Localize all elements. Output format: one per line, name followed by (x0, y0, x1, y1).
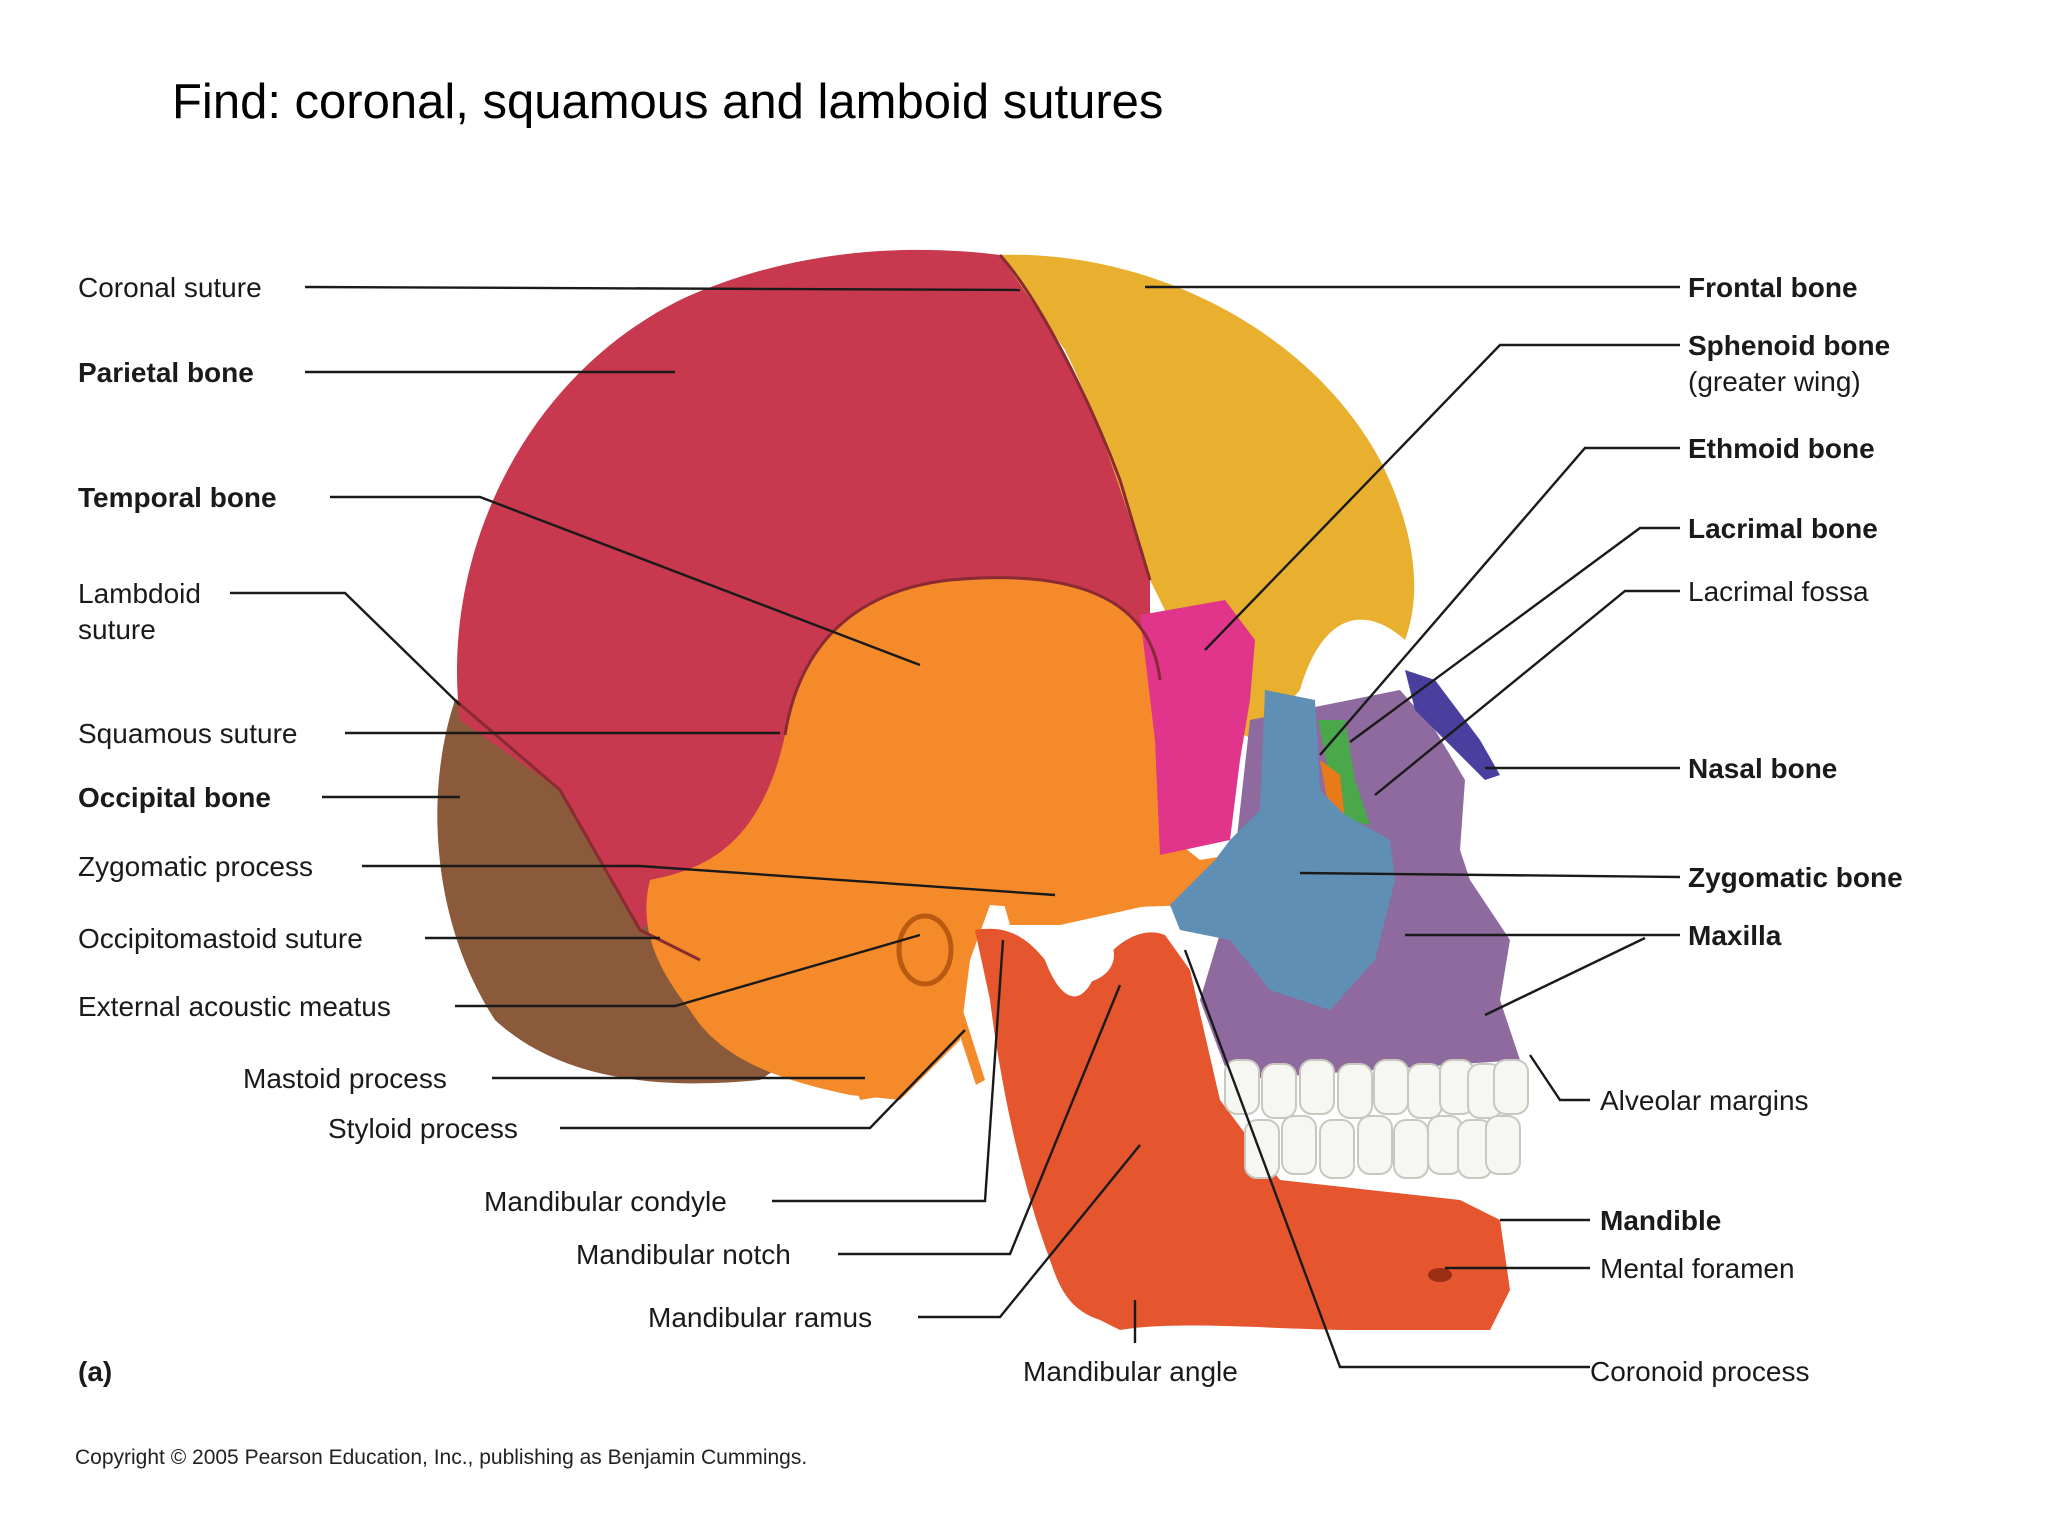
leader-coronal-suture (304, 285, 1021, 292)
squamous-suture-line (783, 576, 1162, 736)
label-zygomatic-process: Zygomatic process (78, 851, 313, 882)
copyright-notice: Copyright © 2005 Pearson Education, Inc.… (75, 1446, 807, 1469)
leader-styloid-process (560, 1029, 966, 1130)
external-acoustic-meatus-shape (896, 913, 954, 987)
upper-tooth (1407, 1063, 1443, 1119)
label-mandible: Mandible (1600, 1205, 1721, 1236)
upper-tooth (1224, 1059, 1260, 1115)
leader-zygomatic-process (362, 864, 1056, 897)
label-sphenoid-greater-wing: (greater wing) (1688, 366, 1861, 397)
label-mandibular-condyle: Mandibular condyle (484, 1186, 727, 1217)
mandibular-notch-gap (1046, 927, 1114, 983)
label-alveolar-margins: Alveolar margins (1600, 1085, 1809, 1116)
upper-tooth (1299, 1059, 1335, 1115)
frontal-bone-shape (1000, 254, 1415, 741)
left-labels: Coronal suture Parietal bone Temporal bo… (78, 272, 1238, 1387)
label-zygomatic-bone: Zygomatic bone (1688, 862, 1903, 893)
mastoid-process-shape (840, 1030, 890, 1100)
label-occipitomastoid-suture: Occipitomastoid suture (78, 923, 363, 954)
label-nasal-bone: Nasal bone (1688, 753, 1837, 784)
mental-foramen-shape (1428, 1268, 1452, 1282)
label-squamous-suture: Squamous suture (78, 718, 297, 749)
lower-tooth (1427, 1115, 1463, 1175)
label-occipital-bone: Occipital bone (78, 782, 271, 813)
label-lacrimal-fossa: Lacrimal fossa (1688, 576, 1869, 607)
label-lacrimal-bone: Lacrimal bone (1688, 513, 1878, 544)
styloid-process-shape (945, 990, 985, 1085)
figure-label: (a) (78, 1356, 112, 1387)
ethmoid-bone-shape (1318, 720, 1370, 825)
zygomatic-process-shape (1000, 855, 1240, 925)
leader-mandibular-condyle (772, 939, 1005, 1203)
label-frontal-bone: Frontal bone (1688, 272, 1858, 303)
lower-tooth (1357, 1115, 1393, 1175)
upper-tooth (1261, 1063, 1297, 1119)
label-temporal-bone: Temporal bone (78, 482, 277, 513)
label-mandibular-ramus: Mandibular ramus (648, 1302, 872, 1333)
leader-sphenoid-bone (1204, 343, 1680, 651)
label-mandibular-notch: Mandibular notch (576, 1239, 791, 1270)
lower-tooth (1319, 1119, 1355, 1179)
leader-maxilla-2 (1484, 936, 1646, 1017)
leader-mandibular-notch (838, 984, 1122, 1256)
leader-lacrimal-bone (1349, 526, 1680, 743)
zygomatic-bone-shape (1170, 690, 1395, 1010)
label-styloid-process: Styloid process (328, 1113, 518, 1144)
label-lambdoid-suture-line2: suture (78, 614, 156, 645)
coronal-suture-line (998, 254, 1152, 581)
label-external-acoustic-meatus: External acoustic meatus (78, 991, 391, 1022)
lower-tooth (1281, 1115, 1317, 1175)
leader-lacrimal-fossa (1374, 589, 1680, 796)
leader-temporal-bone (330, 495, 921, 667)
upper-tooth (1493, 1059, 1529, 1115)
leader-mandibular-ramus (918, 1144, 1141, 1319)
slide-title: Find: coronal, squamous and lamboid sutu… (172, 75, 1163, 129)
leader-ethmoid-bone (1319, 446, 1680, 756)
leader-lambdoid-suture (230, 591, 461, 706)
upper-tooth (1337, 1063, 1373, 1119)
label-lambdoid-suture-line1: Lambdoid (78, 578, 201, 609)
right-labels: Frontal bone Sphenoid bone (greater wing… (1590, 272, 1903, 1387)
label-mental-foramen: Mental foramen (1600, 1253, 1795, 1284)
mandible-shape (975, 928, 1510, 1330)
upper-tooth (1373, 1059, 1409, 1115)
label-mastoid-process: Mastoid process (243, 1063, 447, 1094)
lacrimal-bone-shape (1320, 760, 1345, 820)
leader-external-acoustic-meatus (455, 933, 921, 1008)
lower-tooth (1485, 1115, 1521, 1175)
label-coronal-suture: Coronal suture (78, 272, 262, 303)
nasal-bone-shape (1405, 670, 1500, 780)
leader-coronoid-process (1183, 949, 1590, 1369)
skull-illustration (437, 249, 1529, 1330)
label-ethmoid-bone: Ethmoid bone (1688, 433, 1875, 464)
label-sphenoid-bone: Sphenoid bone (1688, 330, 1890, 361)
teeth (1224, 1059, 1529, 1179)
sphenoid-bone-shape (1140, 600, 1255, 855)
label-maxilla: Maxilla (1688, 920, 1782, 951)
temporal-bone-shape (646, 577, 1200, 1100)
leader-lines (230, 285, 1681, 1369)
label-parietal-bone: Parietal bone (78, 357, 254, 388)
lower-tooth (1393, 1119, 1429, 1179)
leader-alveolar-margins (1529, 1054, 1590, 1102)
label-coronoid-process: Coronoid process (1590, 1356, 1809, 1387)
lambdoid-suture-line (454, 698, 701, 962)
lower-tooth (1244, 1119, 1280, 1179)
label-mandibular-angle: Mandibular angle (1023, 1356, 1238, 1387)
leader-zygomatic-bone (1299, 871, 1681, 879)
